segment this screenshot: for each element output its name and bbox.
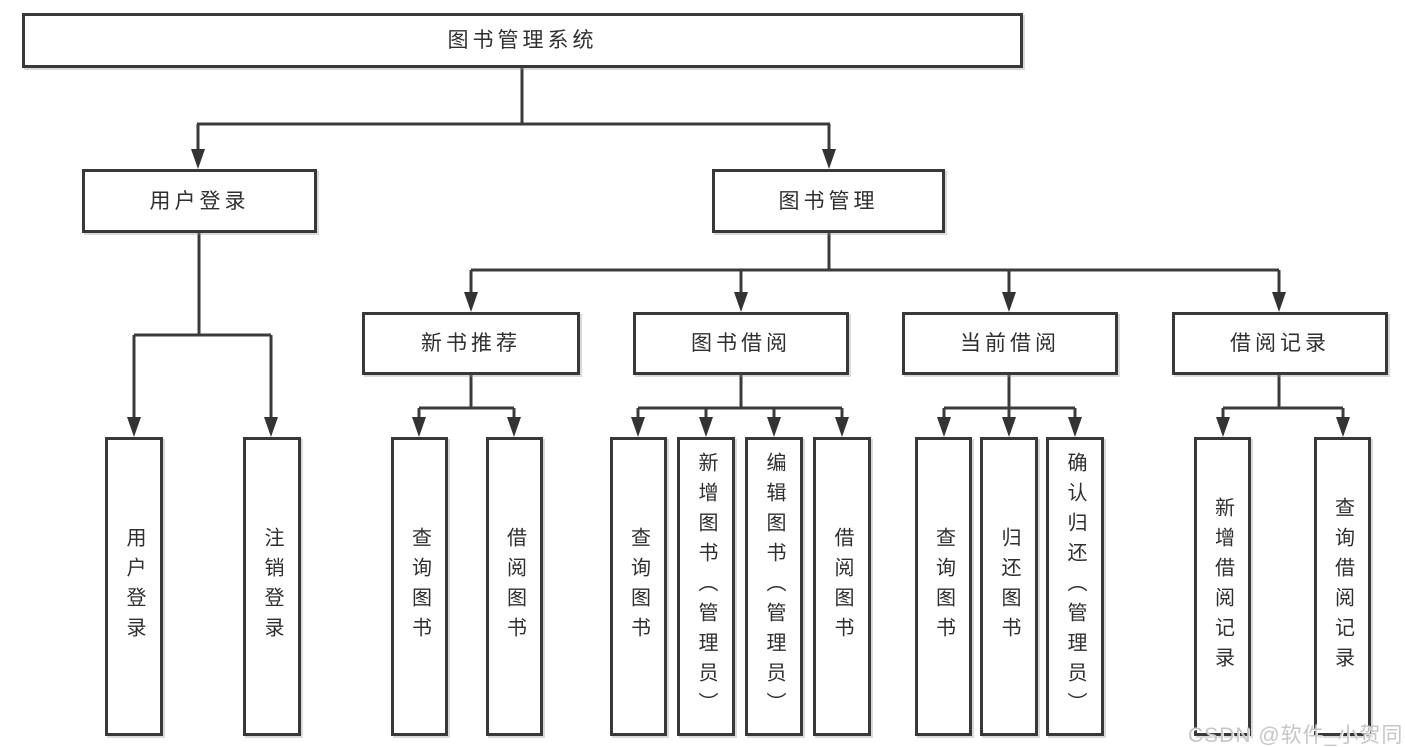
node-label: 当前借阅 <box>960 332 1060 355</box>
node-current-borrowing: 当前借阅 <box>902 312 1118 375</box>
leaf-label: 查询图书 <box>408 526 431 647</box>
leaf-label: 查询图书 <box>932 526 955 647</box>
leaf-user-login: 用户登录 <box>105 437 163 736</box>
csdn-watermark: CSDN @软件_小贺同学 <box>1188 724 1405 747</box>
leaf-add-borrow-record: 新增借阅记录 <box>1194 437 1251 736</box>
leaf-borrow-books-recommend: 借阅图书 <box>486 437 543 736</box>
leaf-label: 查询借阅记录 <box>1331 496 1354 677</box>
node-book-management-module: 图书管理 <box>712 169 945 233</box>
leaf-label: 确认归还（管理员） <box>1064 451 1086 722</box>
leaf-label: 用户登录 <box>123 526 145 647</box>
node-root-library-system: 图书管理系统 <box>22 13 1023 68</box>
leaf-confirm-return-admin: 确认归还（管理员） <box>1046 437 1104 736</box>
node-root-label: 图书管理系统 <box>447 29 598 52</box>
node-label: 借阅记录 <box>1230 332 1330 355</box>
leaf-query-books-current: 查询图书 <box>915 437 972 736</box>
leaf-logout: 注销登录 <box>243 437 301 736</box>
leaf-return-book: 归还图书 <box>980 437 1038 736</box>
leaf-add-book-admin: 新增图书（管理员） <box>677 437 735 736</box>
leaf-label: 新增图书（管理员） <box>695 451 717 722</box>
leaf-label: 注销登录 <box>261 526 283 647</box>
node-label: 图书管理 <box>778 189 879 213</box>
leaf-edit-book-admin: 编辑图书（管理员） <box>745 437 803 736</box>
leaf-label: 借阅图书 <box>831 526 853 647</box>
leaf-query-borrow-record: 查询借阅记录 <box>1314 437 1371 736</box>
leaf-label: 新增借阅记录 <box>1211 496 1234 677</box>
leaf-borrow-books-borrowing: 借阅图书 <box>813 437 871 736</box>
leaf-label: 归还图书 <box>998 526 1020 647</box>
node-borrow-records: 借阅记录 <box>1172 312 1388 375</box>
leaf-label: 编辑图书（管理员） <box>763 451 785 722</box>
node-user-login-module: 用户登录 <box>82 169 317 233</box>
leaf-query-books-recommend: 查询图书 <box>391 437 448 736</box>
node-label: 图书借阅 <box>691 332 791 355</box>
leaf-query-books-borrowing: 查询图书 <box>610 437 667 736</box>
node-label: 新书推荐 <box>421 332 521 355</box>
node-book-borrowing: 图书借阅 <box>633 312 849 375</box>
node-label: 用户登录 <box>149 189 250 213</box>
node-new-book-recommend: 新书推荐 <box>362 312 580 375</box>
leaf-label: 查询图书 <box>627 526 650 647</box>
leaf-label: 借阅图书 <box>503 526 526 647</box>
